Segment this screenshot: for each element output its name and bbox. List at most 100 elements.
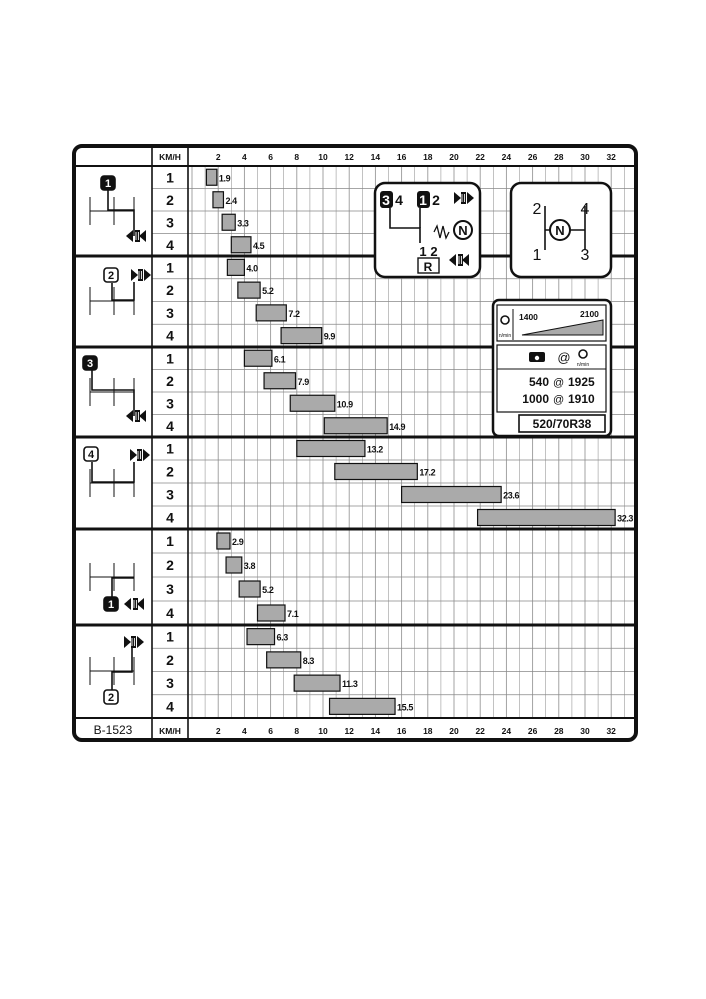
shift-path <box>111 282 135 301</box>
arrow-bar <box>138 269 143 281</box>
gear-number: 2 <box>166 192 174 208</box>
speed-bar <box>243 349 273 367</box>
at-symbol: @ <box>557 350 570 365</box>
label-code: B-1523 <box>94 723 133 737</box>
shift-path <box>111 648 133 690</box>
x-tick-label-top: 20 <box>449 152 459 162</box>
shift-cell: R <box>424 260 433 274</box>
rpm-unit: n/min <box>499 333 511 339</box>
rpm-max: 2100 <box>580 309 599 319</box>
slow-range-icon <box>126 230 146 242</box>
x-tick-label-top: 8 <box>294 152 299 162</box>
speed-bar <box>334 462 418 481</box>
shift-path <box>91 462 135 483</box>
speed-value-label: 32.3 <box>617 514 633 524</box>
range-badge-box <box>82 355 98 371</box>
speed-bar <box>230 236 252 254</box>
arrow-bar <box>135 230 140 242</box>
speed-bar <box>212 191 225 209</box>
range-badge: 1 <box>103 596 119 612</box>
x-tick-label-bottom: 18 <box>423 726 433 736</box>
range-icon-6 <box>89 648 135 690</box>
speed-value-label: 7.2 <box>288 309 300 319</box>
arrow-left-part <box>139 230 146 242</box>
speed-bar <box>238 580 261 598</box>
pto-speed: 540 <box>529 375 549 389</box>
speed-bar <box>293 674 341 692</box>
engine-rpm-icon <box>578 349 588 359</box>
speed-value-label: 23.6 <box>503 491 519 501</box>
speed-bar <box>323 417 388 435</box>
speed-value-label: 3.8 <box>244 561 256 571</box>
speed-value-label: 8.3 <box>303 656 315 666</box>
speed-value-label: 2.9 <box>232 537 244 547</box>
speed-value-label: 1.9 <box>219 173 231 183</box>
speed-bar <box>237 281 261 299</box>
speed-bar <box>221 213 236 231</box>
rpm-unit: n/min <box>577 362 589 368</box>
range-cell: 4 <box>581 201 590 218</box>
speed-value-label: 11.3 <box>342 679 358 689</box>
x-tick-label-top: 2 <box>216 152 221 162</box>
speed-value-label: 17.2 <box>419 468 435 478</box>
speed-bar <box>225 556 243 574</box>
speed-value-label: 7.9 <box>297 377 309 387</box>
slow-range-icon <box>124 598 144 610</box>
gear-number: 4 <box>166 510 174 526</box>
range-icon-4 <box>89 462 135 497</box>
shift-cell: 4 <box>395 192 403 208</box>
speed-value-label: 3.3 <box>237 218 249 228</box>
speed-bar <box>263 372 297 390</box>
speed-value-label: 5.2 <box>262 585 274 595</box>
header-unit-label: KM/H <box>159 152 181 162</box>
slow-range-icon <box>449 254 469 266</box>
speed-bar <box>256 604 286 622</box>
fast-range-icon <box>124 636 144 648</box>
pto-at: @ <box>553 377 564 389</box>
speed-value-label: 14.9 <box>389 422 405 432</box>
fast-range-icon <box>454 192 474 204</box>
arrow-right-part <box>126 230 133 242</box>
x-tick-label-top: 18 <box>423 152 433 162</box>
slow-range-icon <box>126 410 146 422</box>
speed-value-label: 6.3 <box>277 633 289 643</box>
range-badge-box <box>103 267 119 283</box>
shift-cell: 2 <box>430 244 437 259</box>
speed-bar <box>266 651 302 669</box>
neutral-label: N <box>555 223 564 238</box>
range-icon-2 <box>89 282 135 315</box>
shift-cell: 3 <box>382 192 390 208</box>
arrow-left-part <box>131 269 138 281</box>
range-icon-1 <box>89 190 135 236</box>
gear-number: 2 <box>166 373 174 389</box>
range-badge: 3 <box>82 355 98 371</box>
range-icon-5 <box>89 563 135 597</box>
arrow-right-part <box>144 269 151 281</box>
x-tick-label-top: 22 <box>475 152 485 162</box>
neutral-circle <box>549 219 571 241</box>
gear-number: 1 <box>166 533 174 549</box>
shift-cell: 1 <box>419 244 426 259</box>
range-badge-box <box>103 596 119 612</box>
speed-value-label: 15.5 <box>397 702 413 712</box>
cell-box <box>417 191 430 208</box>
x-tick-label-top: 10 <box>318 152 328 162</box>
x-tick-label-bottom: 20 <box>449 726 459 736</box>
fast-range-icon <box>130 449 150 461</box>
shift-path <box>91 370 135 416</box>
x-tick-label-bottom: 8 <box>294 726 299 736</box>
spring-icon <box>433 224 450 240</box>
range-cell: 2 <box>533 201 542 218</box>
gear-number: 4 <box>166 418 174 434</box>
range-badge: 1 <box>100 175 116 191</box>
range-badge: 4 <box>83 446 99 462</box>
x-tick-label-bottom: 28 <box>554 726 564 736</box>
gear-number: 2 <box>166 464 174 480</box>
gear-number: 4 <box>166 698 174 714</box>
fast-range-icon <box>131 269 151 281</box>
gear-number: 1 <box>166 350 174 366</box>
gear-number: 3 <box>166 581 174 597</box>
arrow-left-part <box>137 598 144 610</box>
arrow-bar <box>137 449 142 461</box>
